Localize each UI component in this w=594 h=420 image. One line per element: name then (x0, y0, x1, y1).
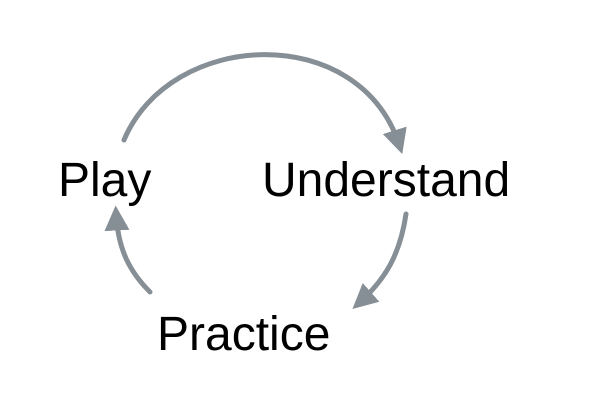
node-play-label: Play (58, 154, 151, 207)
node-practice-label: Practice (157, 308, 330, 361)
arrow-practice-to-play (104, 205, 153, 295)
arrow-play-to-understand (121, 52, 407, 155)
node-understand-label: Understand (262, 154, 510, 207)
arrow-understand-to-practice (352, 211, 409, 309)
